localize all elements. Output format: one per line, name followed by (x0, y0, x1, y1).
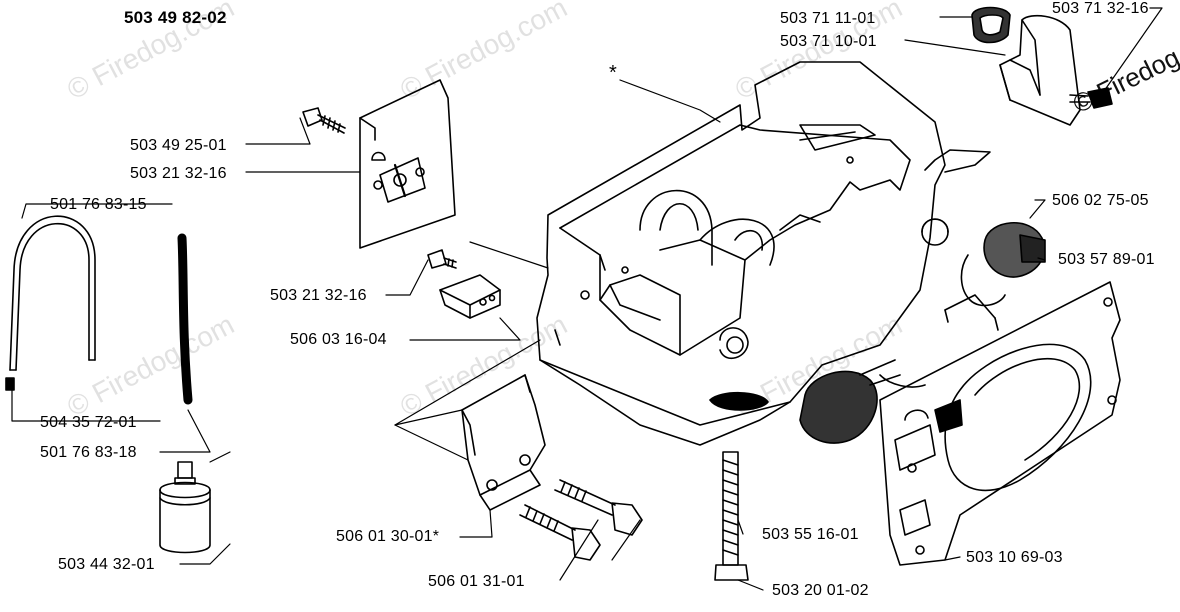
side-plate (879, 281, 1121, 566)
chain-housing (536, 61, 991, 446)
part-label: 503 20 01-02 (772, 582, 869, 599)
part-label: 506 02 75-05 (1052, 192, 1149, 209)
rubber-boot (983, 222, 1046, 278)
guide-plate (359, 79, 456, 249)
part-label: 506 03 16-04 (290, 331, 387, 348)
screw (302, 107, 346, 134)
bolt (554, 479, 643, 536)
assembly-number: 503 49 82-02 (124, 8, 227, 27)
part-label: 503 71 10-01 (780, 33, 877, 50)
part-label: 503 44 32-01 (58, 556, 155, 573)
fuel-hose (177, 233, 193, 405)
part-label: 503 71 11-01 (780, 10, 876, 27)
part-label: 503 49 25-01 (130, 137, 227, 154)
leader-lines (11, 7, 1163, 591)
wire (879, 254, 1006, 388)
asterisk-mark: * (609, 62, 617, 84)
bolt (519, 504, 601, 561)
part-label: 503 21 32-16 (130, 165, 227, 182)
rubber-buffer (971, 6, 1011, 44)
screw (427, 249, 457, 269)
part-label: 501 76 83-18 (40, 444, 137, 461)
part-label: 503 71 32-16 (1052, 0, 1149, 17)
screw (1069, 87, 1113, 109)
part-label: 504 35 72-01 (40, 414, 137, 431)
part-label: 506 01 30-01* (336, 528, 440, 545)
part-label: 506 01 31-01 (428, 573, 525, 590)
tensioner-block (439, 274, 501, 319)
part-label: 503 21 32-16 (270, 287, 367, 304)
fitting (5, 377, 15, 391)
part-label: 501 76 83-15 (50, 196, 147, 213)
chain-catcher (999, 14, 1081, 126)
part-label: 503 10 69-03 (966, 549, 1063, 566)
long-screw (714, 451, 749, 581)
oil-hose (9, 215, 96, 371)
part-label: 503 57 89-01 (1058, 251, 1155, 268)
part-label: 503 55 16-01 (762, 526, 859, 543)
bumper-bracket (461, 374, 546, 511)
fuel-filter (159, 461, 211, 554)
